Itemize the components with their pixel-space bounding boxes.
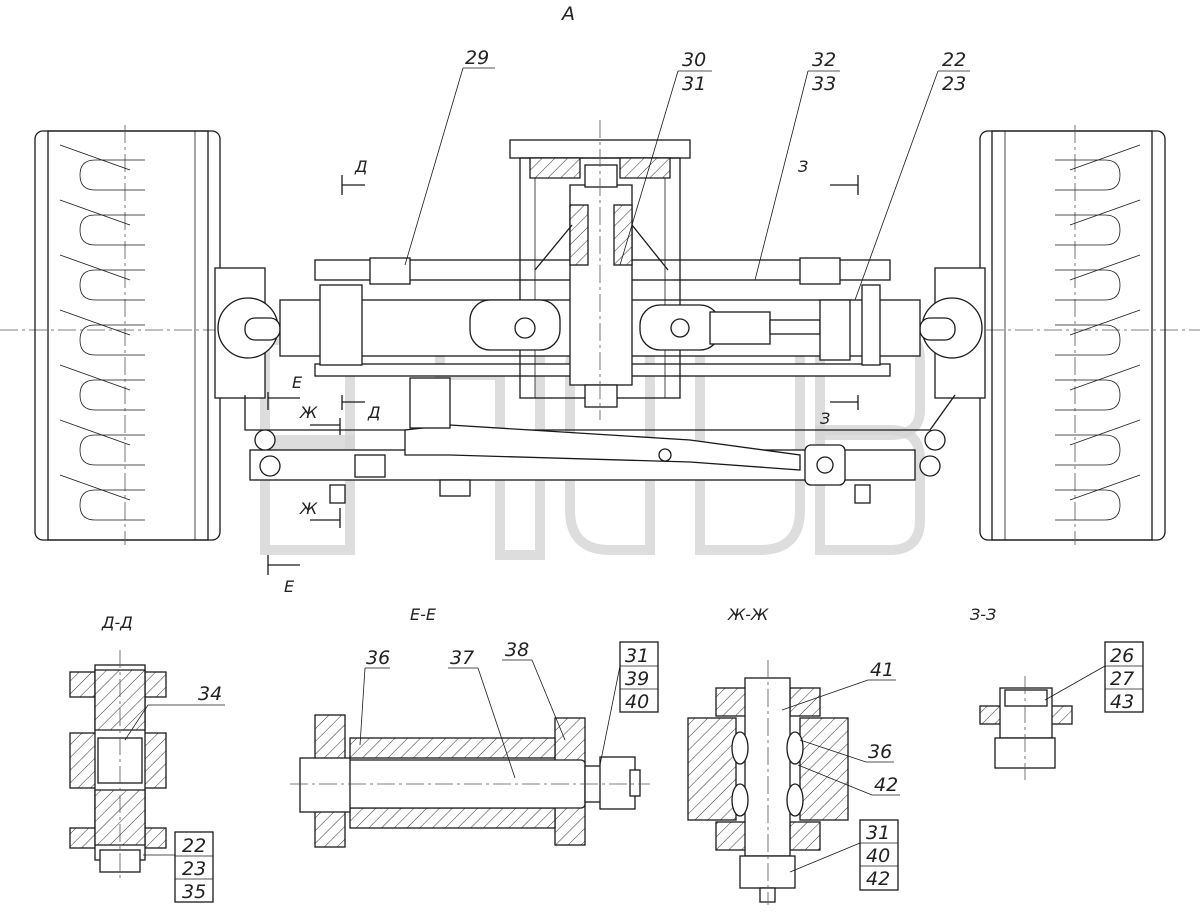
cut-zh-bot-label: Ж [299, 499, 318, 518]
section-zz-label-43: 43 [1110, 691, 1134, 713]
section-ee [290, 714, 650, 848]
label-30: 30 [682, 49, 706, 71]
section-zhzh-label-42b: 42 [866, 868, 890, 890]
section-dd-callout-box [174, 831, 214, 903]
right-hub [919, 267, 986, 399]
section-ee-title: Е-Е [410, 605, 437, 624]
section-ee-label-36: 36 [366, 647, 390, 669]
section-dd-label-22: 22 [182, 835, 206, 857]
section-zz-callout-box [1104, 641, 1144, 713]
section-ee-label-31: 31 [625, 645, 649, 667]
label-29: 29 [465, 47, 489, 69]
section-zhzh-callout-box [859, 819, 899, 891]
section-zz [979, 676, 1073, 780]
section-zhzh-title: Ж-Ж [727, 605, 769, 624]
steering-rod-upper [469, 299, 851, 361]
leader-32-33 [754, 70, 840, 281]
steering-cylinder-lower [354, 377, 846, 497]
cut-d-markers [341, 175, 365, 410]
cut-e-top-label: Е [292, 373, 303, 392]
cut-d-mid-label: Д [367, 403, 381, 422]
section-dd-label-23: 23 [182, 858, 206, 880]
section-dd-label-35: 35 [182, 881, 206, 903]
section-zhzh [687, 660, 849, 905]
center-pivot [509, 120, 691, 420]
leader-30-31 [619, 70, 712, 266]
section-zz-title: З-З [970, 605, 996, 624]
section-zhzh-label-31: 31 [866, 822, 890, 844]
label-22: 22 [942, 49, 966, 71]
cut-z-top-label: З [798, 157, 808, 176]
section-ee-label-40: 40 [625, 691, 649, 713]
view-title: А [560, 3, 575, 25]
left-hub [214, 267, 281, 399]
cut-zh-top-label: Ж [299, 403, 318, 422]
label-23: 23 [942, 73, 966, 95]
cut-d-top-label: Д [354, 157, 368, 176]
section-dd-label-34: 34 [198, 683, 222, 705]
section-zz-label-26: 26 [1110, 645, 1134, 667]
section-zhzh-label-41: 41 [870, 659, 894, 681]
label-32: 32 [812, 49, 836, 71]
label-31: 31 [682, 73, 706, 95]
cut-e-markers [267, 392, 300, 575]
section-ee-label-37: 37 [450, 647, 474, 669]
leader-29 [404, 67, 495, 266]
left-wheel [34, 125, 221, 545]
leader-22-23 [854, 70, 970, 301]
section-zhzh-label-42: 42 [874, 774, 898, 796]
right-wheel [979, 125, 1166, 545]
section-dd [69, 650, 225, 880]
label-33: 33 [812, 73, 836, 95]
section-dd-title: Д-Д [101, 613, 133, 632]
lower-pivots [254, 429, 946, 504]
cut-e-bot-label: Е [284, 577, 295, 596]
section-ee-label-38: 38 [505, 639, 529, 661]
section-zhzh-label-40: 40 [866, 845, 890, 867]
section-zz-label-27: 27 [1110, 668, 1134, 690]
section-zhzh-label-36: 36 [868, 741, 892, 763]
cut-z-markers [830, 175, 859, 410]
section-ee-callout-box [619, 641, 659, 713]
cut-zh-markers [310, 418, 341, 528]
cut-z-bot-label: З [820, 409, 830, 428]
section-ee-label-39: 39 [625, 668, 649, 690]
